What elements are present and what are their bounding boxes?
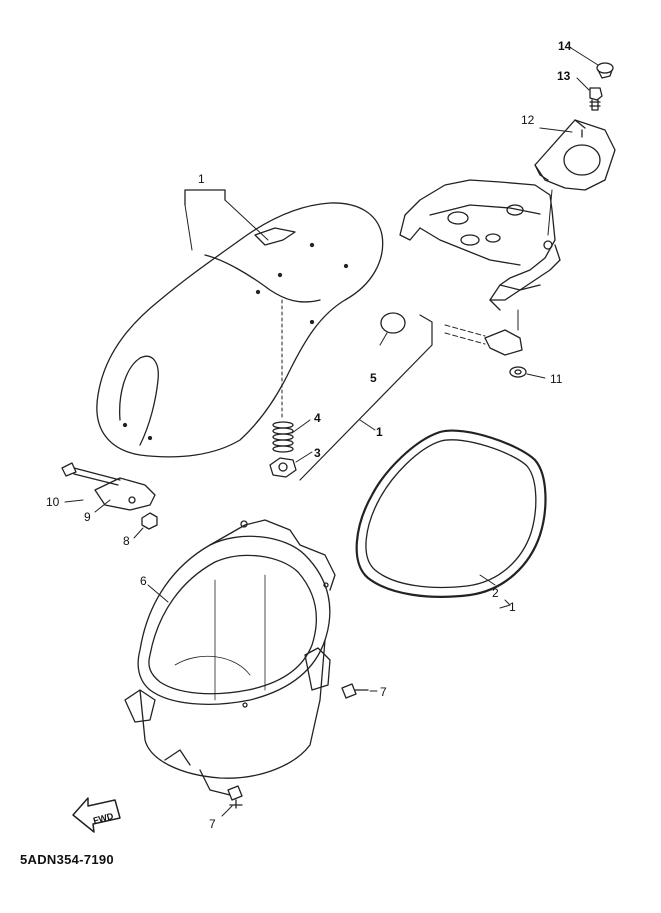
callout-13: 13 [557,69,571,83]
diagram-code: 5ADN354-7190 [20,852,114,867]
hinge-9-drawing [94,477,156,511]
frame-drawing [399,179,561,311]
callout-7-lower: 7 [209,817,216,831]
callout-3: 3 [314,446,321,460]
screw-7-upper-drawing [341,683,369,699]
callout-11: 11 [550,372,563,386]
callout-5: 5 [370,371,377,385]
nut-3-drawing [269,457,297,478]
callout-14: 14 [558,39,572,53]
bolt-13-drawing [589,87,603,111]
callout-8: 8 [123,534,130,548]
callout-10: 10 [46,495,60,509]
seat-drawing [96,202,384,458]
callout-9: 9 [84,510,91,524]
latch-drawing [484,329,523,356]
screw-7-lower-drawing [227,785,243,809]
cap-14-drawing [596,62,614,79]
callout-1-seat: 1 [198,172,205,186]
callout-7-upper: 7 [380,685,387,699]
bracket-12-drawing [534,119,616,191]
callout-1-kit: 1 [376,425,383,439]
callout-2: 2 [492,586,499,600]
callout-12: 12 [521,113,535,127]
spring-drawing [272,421,294,453]
fwd-arrow-icon [72,797,121,833]
callout-1-seal: 1 [509,600,516,614]
callout-6: 6 [140,574,147,588]
callout-4: 4 [314,411,321,425]
nut-11-drawing [509,366,527,378]
seal-drawing [355,429,547,598]
nut-8-drawing [141,512,158,530]
damper-drawing [380,312,406,334]
luggage-box-drawing [124,519,336,796]
